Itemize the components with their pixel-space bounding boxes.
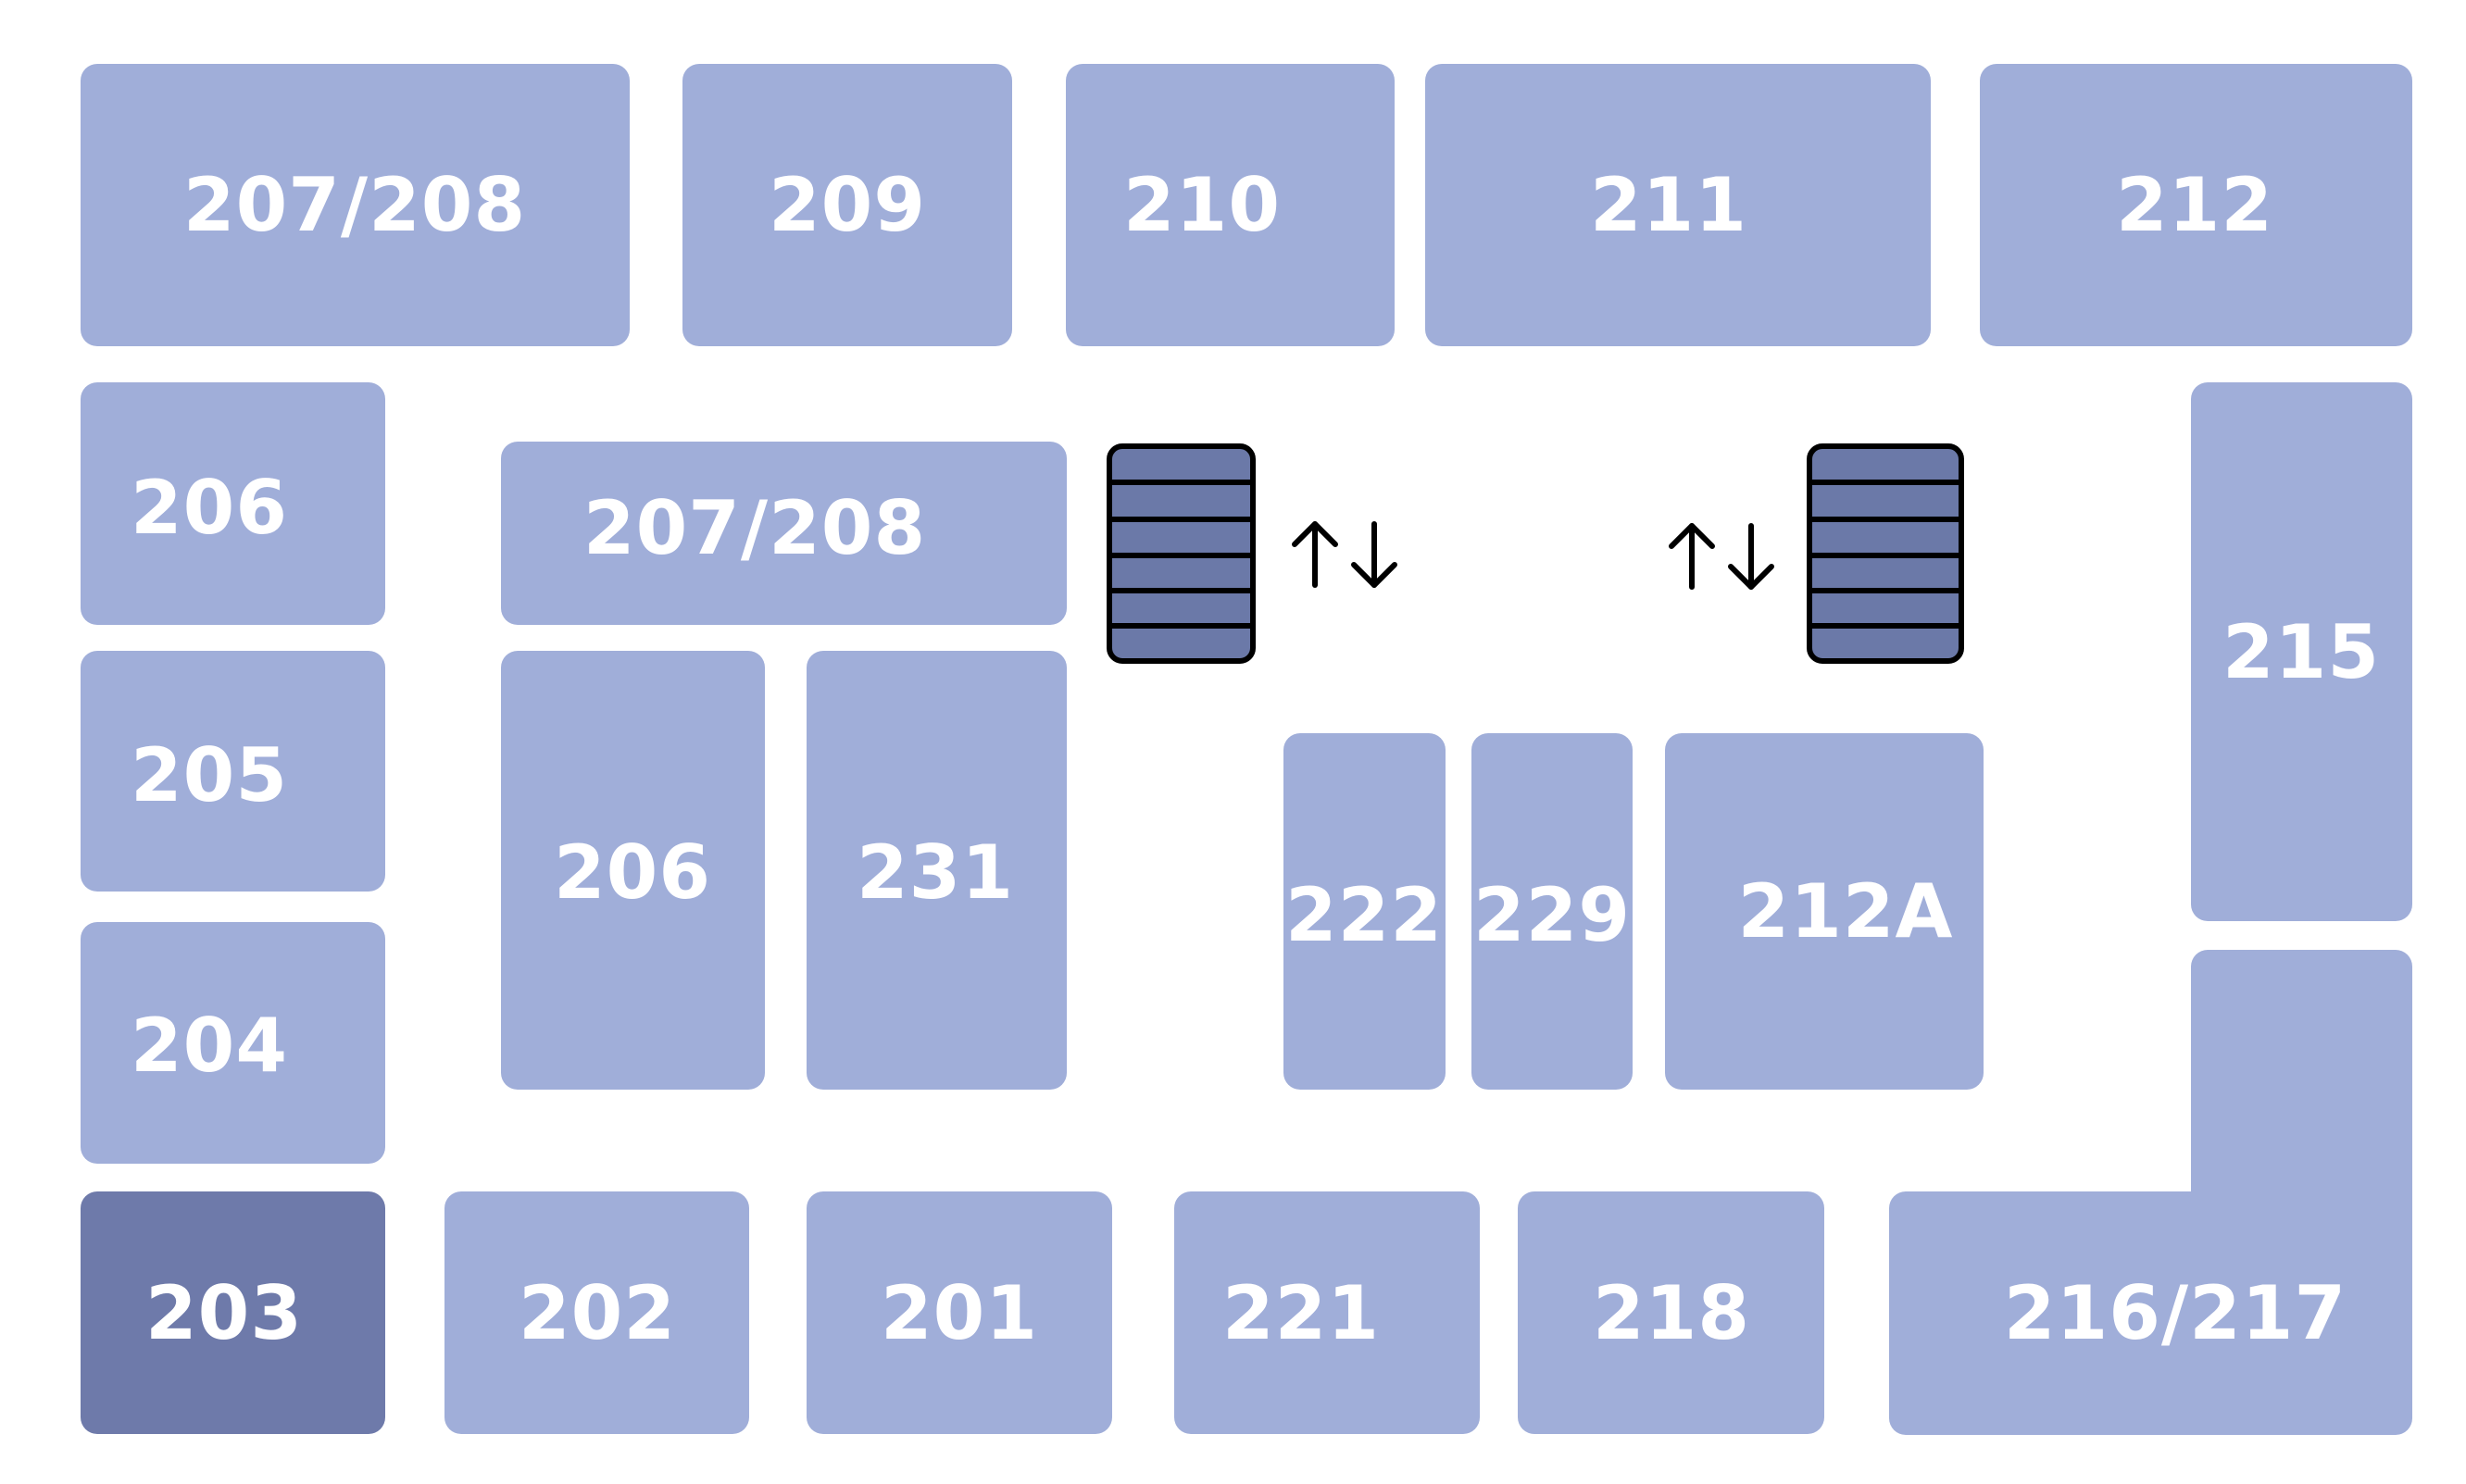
room-229[interactable]	[1471, 733, 1633, 1090]
room-label: 210	[1123, 162, 1281, 248]
room-212A[interactable]	[1665, 733, 1984, 1090]
room-label: 222	[1285, 872, 1443, 958]
up-down-arrows-icon	[1669, 523, 1774, 590]
room-204[interactable]	[81, 922, 385, 1164]
room-202[interactable]	[444, 1191, 749, 1434]
room-216-217[interactable]	[1889, 950, 2413, 1435]
up-down-arrows-icon	[1292, 521, 1397, 588]
room-label: 231	[857, 829, 1014, 916]
room-203[interactable]	[81, 1191, 385, 1434]
room-209[interactable]	[682, 64, 1012, 346]
room-label: 209	[769, 162, 926, 248]
room-222[interactable]	[1283, 733, 1446, 1090]
room-label: 207/208	[582, 485, 927, 571]
room-label: 206	[131, 465, 288, 551]
room-205[interactable]	[81, 651, 385, 892]
room-218[interactable]	[1518, 1191, 1824, 1434]
room-label: 221	[1222, 1270, 1380, 1356]
room-label: 207/208	[182, 162, 527, 248]
room-210[interactable]	[1066, 64, 1395, 346]
room-label: 216/217	[2003, 1270, 2347, 1356]
room-label: 215	[2222, 609, 2380, 695]
room-label: 212A	[1737, 868, 1954, 954]
room-231[interactable]	[807, 651, 1067, 1090]
room-label: 218	[1593, 1270, 1750, 1356]
room-label: 206	[554, 829, 711, 916]
room-label: 204	[131, 1003, 288, 1089]
room-206-left[interactable]	[81, 382, 385, 625]
room-label: 229	[1473, 872, 1631, 958]
room-207-208-top[interactable]	[81, 64, 630, 346]
room-206-mid[interactable]	[501, 651, 765, 1090]
room-label: 205	[131, 732, 288, 818]
room-label: 212	[2116, 162, 2273, 248]
room-201[interactable]	[807, 1191, 1112, 1434]
room-212[interactable]	[1980, 64, 2412, 346]
stairs-icon	[1807, 443, 1964, 664]
room-211[interactable]	[1425, 64, 1931, 346]
room-207-208-mid[interactable]	[501, 442, 1067, 625]
room-label: 211	[1590, 162, 1747, 248]
room-label: 201	[881, 1270, 1038, 1356]
room-221[interactable]	[1174, 1191, 1480, 1434]
room-215[interactable]	[2191, 382, 2412, 921]
room-label: 203	[145, 1270, 303, 1356]
room-label: 202	[519, 1270, 676, 1356]
stairs-icon	[1107, 443, 1256, 664]
